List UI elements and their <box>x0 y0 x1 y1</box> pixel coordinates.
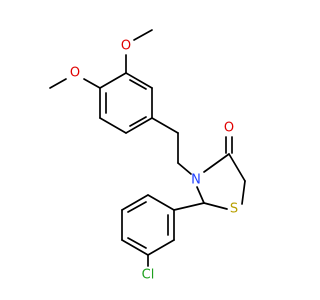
thiazolidinone-ring <box>196 153 246 210</box>
bond <box>121 194 149 211</box>
bond <box>151 117 179 134</box>
molecule-diagram: O O O N S Cl <box>49 29 246 283</box>
atom-label-oxygen: O <box>224 121 234 136</box>
dimethoxyphenyl-ring <box>99 72 153 134</box>
bond <box>125 72 153 89</box>
bond <box>147 239 175 256</box>
bond-double-inner <box>127 201 147 213</box>
bond <box>241 180 246 205</box>
bond <box>133 29 153 41</box>
atom-label-chlorine: Cl <box>142 268 155 283</box>
bond <box>196 186 205 204</box>
structure-svg: O O O N S Cl <box>49 29 246 283</box>
bond-double-inner <box>129 116 147 127</box>
bond <box>125 117 153 134</box>
atom-label-oxygen: O <box>121 39 131 54</box>
bond <box>99 117 127 134</box>
atom-label-sulfur: S <box>230 202 238 217</box>
atom-label-nitrogen: N <box>191 173 201 188</box>
atom-label-oxygen: O <box>70 66 80 81</box>
bond <box>228 153 246 182</box>
bond <box>121 239 149 256</box>
bond <box>203 153 230 173</box>
chlorophenyl-ring <box>121 194 175 256</box>
bond <box>173 202 205 211</box>
bond <box>49 78 67 89</box>
bond <box>203 202 228 210</box>
bond <box>147 194 175 211</box>
bond-double-inner <box>129 79 147 90</box>
bond <box>83 78 101 89</box>
bond <box>99 72 127 89</box>
bond-double-inner <box>127 237 147 249</box>
bond <box>177 162 192 175</box>
